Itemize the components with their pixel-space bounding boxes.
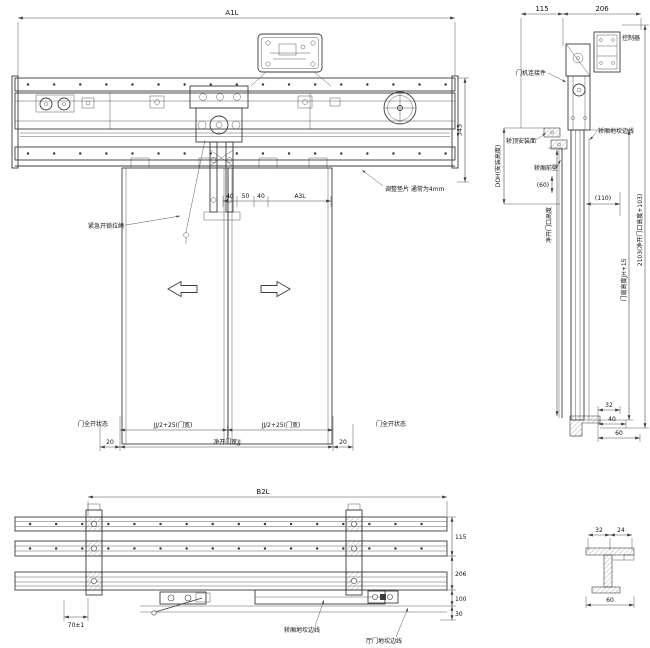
dim-40-side: 40 <box>608 416 616 423</box>
sill-detail-view: 32 24 60 <box>585 527 635 608</box>
terminal-box <box>250 33 332 87</box>
dim-40-left: 40 <box>226 193 234 200</box>
dim-30-plan: 30 <box>455 611 463 618</box>
label-car-front-wall: 轿厢前壁 <box>534 164 558 172</box>
dim-345: 345 <box>456 124 464 136</box>
dim-115-plan: 115 <box>455 534 467 541</box>
dim-b2l: B2L <box>256 488 269 496</box>
dim-20-right: 20 <box>339 439 347 446</box>
door-coupler-mechanism <box>183 85 249 244</box>
dim-40-right: 40 <box>257 193 265 200</box>
dim-a1l: A1L <box>225 9 238 17</box>
car-sill-section-side <box>569 415 601 437</box>
dim-clear-door-width: 净开门宽JJ <box>213 438 241 446</box>
rail-strip-upper <box>14 516 448 532</box>
top-track <box>14 77 456 92</box>
label-landing-sill-edge-line: 厅门地坎边线 <box>366 637 402 645</box>
tension-pulley <box>39 97 53 111</box>
dim-110-paren: (110) <box>595 195 611 202</box>
main-crossbar <box>14 92 456 130</box>
dim-60-paren: (60) <box>537 182 549 189</box>
note-adjust-shim: 调整垫片 通常为4mm <box>385 185 445 193</box>
dim-overall-height-2103: 2103(净开门口高度+103) <box>636 194 644 266</box>
dim-32-side: 32 <box>605 402 613 409</box>
dim-clear-opening-height: 净开门口高度 <box>545 207 553 243</box>
label-controller: 控制器 <box>622 34 640 42</box>
label-emergency-unlock-rope: 紧急开锁拉绳 <box>88 222 124 230</box>
dim-a3l: A3L <box>294 193 306 200</box>
dim-jj-half-right: JJ/2+25(门宽) <box>261 421 301 429</box>
door-panel-side <box>570 129 585 421</box>
label-car-sill-edge-line-side: 轿厢地坎边线 <box>598 127 634 135</box>
dim-installation-height: DOH(安装高度) <box>494 145 502 188</box>
dim-60-detail: 60 <box>606 597 614 604</box>
side-view: 115 206 控制器 <box>494 5 649 442</box>
dim-50: 50 <box>242 193 250 200</box>
dim-206-plan: 206 <box>455 571 467 578</box>
door-panel-left <box>121 167 229 445</box>
dim-door-panel-height: 门扇高度JH+15 <box>620 258 628 301</box>
dim-115: 115 <box>535 5 548 13</box>
sill-profile-section <box>585 547 635 594</box>
label-car-sill-edge-line-plan: 轿厢地坎边线 <box>284 626 320 634</box>
label-door-fully-open-right: 门全开状态 <box>376 420 406 428</box>
plan-view: B2L <box>14 488 467 645</box>
rail-strip-lower <box>14 540 448 557</box>
door-motion-arrow-left-icon <box>167 280 198 298</box>
dim-60-side: 60 <box>615 430 623 437</box>
dim-206: 206 <box>595 5 609 13</box>
bracket-left <box>85 503 103 596</box>
dim-70-tolerance: 70±1 <box>68 622 85 629</box>
door-motion-arrow-right-icon <box>260 280 291 298</box>
dim-24-detail: 24 <box>617 527 625 534</box>
front-view: A1L <box>11 9 469 451</box>
drive-pulley <box>209 115 229 135</box>
car-sill-plan <box>14 571 448 591</box>
label-car-top-mounting-surface: 轿顶安装面 <box>506 137 536 145</box>
sill-lock-mechanism <box>151 591 211 616</box>
dim-100-plan: 100 <box>455 596 467 603</box>
door-panel-right <box>227 167 333 445</box>
dim-20-left: 20 <box>106 439 114 446</box>
dim-32-detail: 32 <box>595 527 603 534</box>
label-door-machine-connector: 门机连接件 <box>516 69 546 77</box>
emergency-rope <box>185 139 206 233</box>
bottom-track <box>14 146 456 161</box>
dim-jj-half-left: JJ/2+25(门宽) <box>153 421 193 429</box>
bracket-right <box>345 503 363 596</box>
controller-box <box>593 31 621 73</box>
label-door-fully-open-left: 门全开状态 <box>78 420 108 428</box>
